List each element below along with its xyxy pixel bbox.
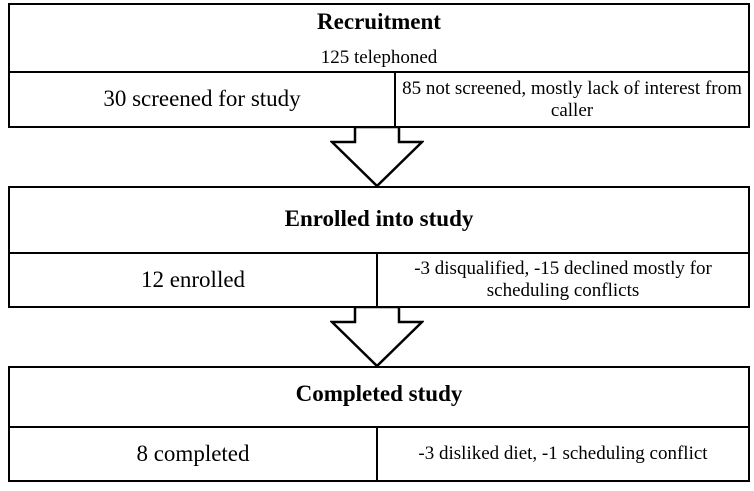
- completed-count-box: 8 completed: [8, 426, 378, 482]
- down-arrow-1: [330, 126, 424, 188]
- disliked-diet-box: -3 disliked diet, -1 scheduling conflict: [376, 426, 750, 482]
- enrolled-title: Enrolled into study: [284, 206, 474, 231]
- not-screened-box: 85 not screened, mostly lack of interest…: [394, 71, 750, 128]
- completed-box: Completed study: [8, 366, 750, 428]
- recruitment-title: Recruitment: [317, 9, 441, 34]
- completed-title: Completed study: [295, 381, 463, 406]
- enrolled-box: Enrolled into study: [8, 186, 750, 254]
- recruitment-box: Recruitment 125 telephoned: [8, 3, 750, 73]
- enrolled-count-box: 12 enrolled: [8, 252, 378, 308]
- recruitment-subtitle: 125 telephoned: [320, 47, 438, 68]
- down-arrow-2: [330, 306, 424, 368]
- screened-box: 30 screened for study: [8, 71, 396, 128]
- disqualified-box: -3 disqualified, -15 declined mostly for…: [376, 252, 750, 308]
